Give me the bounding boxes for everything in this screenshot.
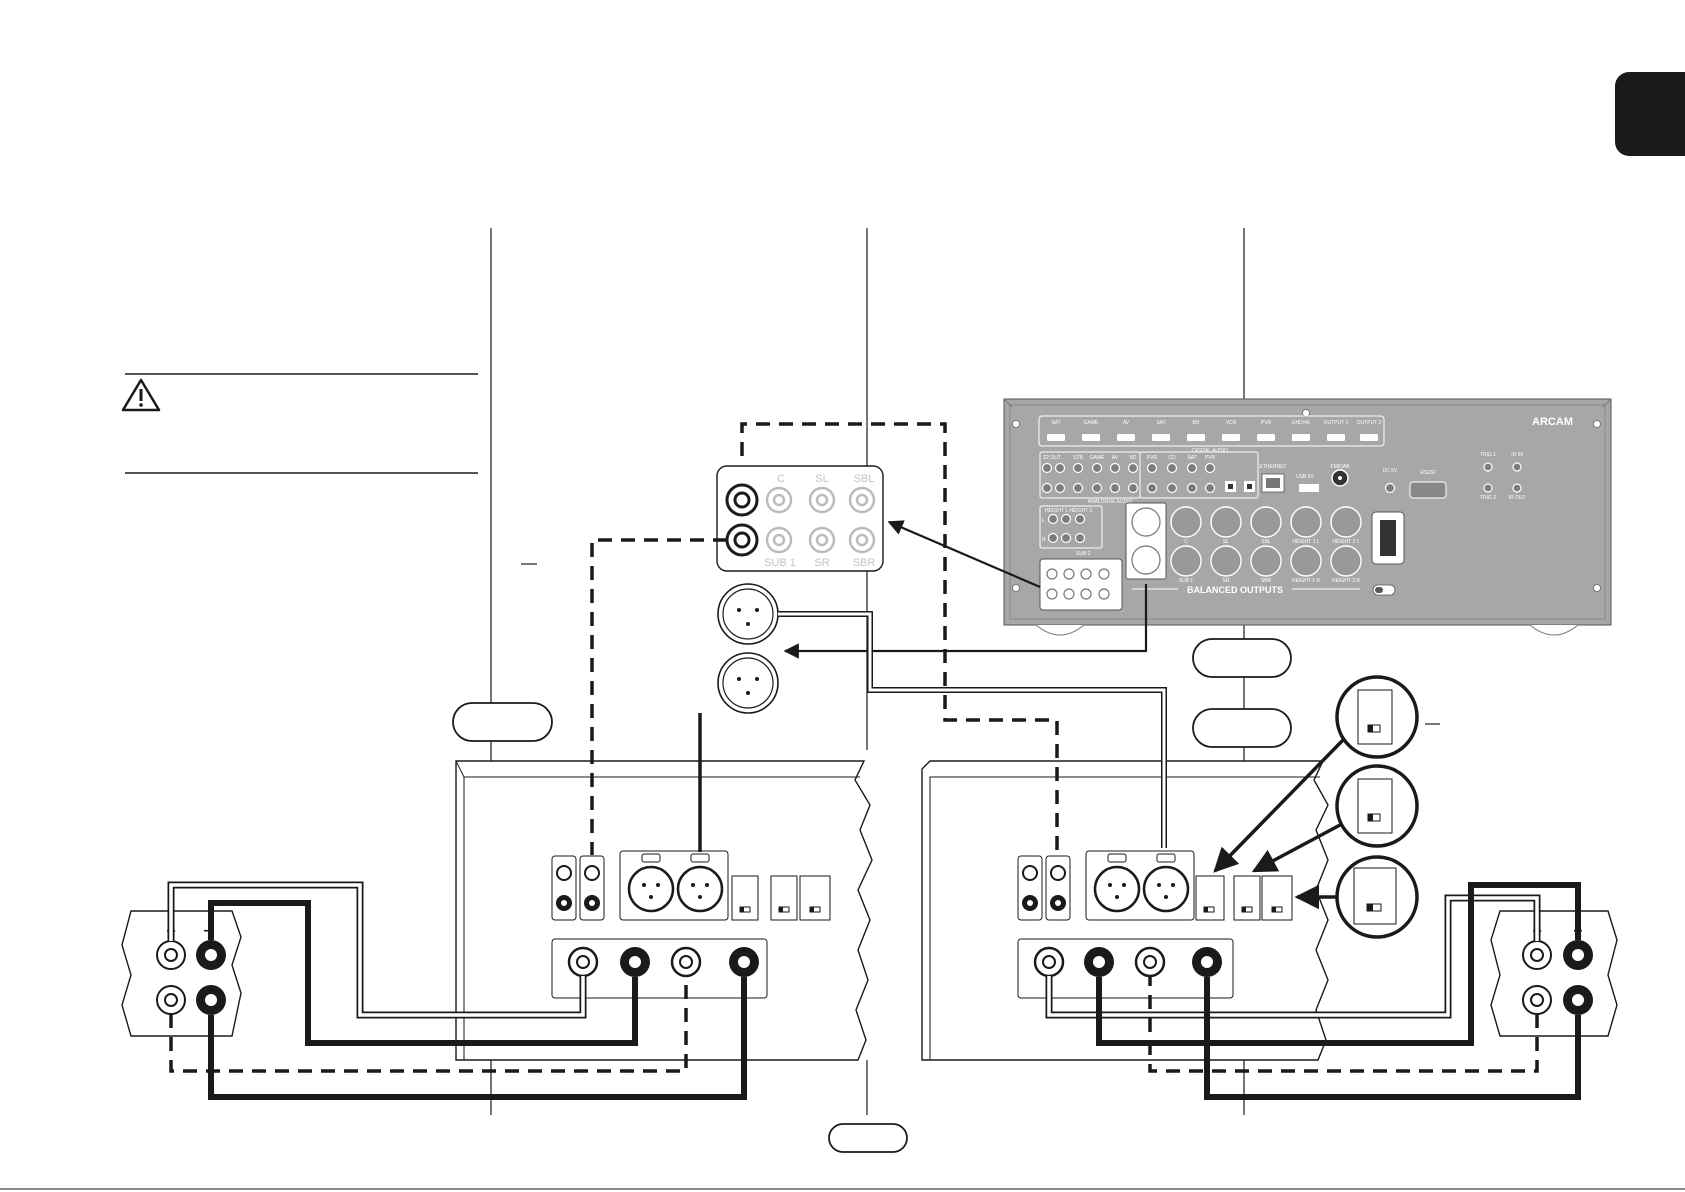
power-amp-left xyxy=(455,760,873,1061)
av-receiver-rear-panel: ARCAM SAT GAME AV SAT BD VCR PVR UHD/4K … xyxy=(1003,398,1612,636)
balanced-label: HEIGHT 2 L xyxy=(1332,539,1359,545)
balanced-label: HEIGHT 1 R xyxy=(1292,578,1320,584)
analogue-label: CD xyxy=(1168,455,1176,461)
preout-label-sbr: SBR xyxy=(853,557,876,569)
xlr-connector-bottom xyxy=(717,652,779,714)
balanced-label: SBL xyxy=(1261,539,1271,545)
hdmi-label: VCR xyxy=(1226,420,1237,426)
analogue-label: AV xyxy=(1112,455,1119,461)
warning-icon xyxy=(121,378,161,412)
balanced-label: HEIGHT 1 L xyxy=(1292,539,1319,545)
analogue-audio-label: ANALOGUE AUDIO xyxy=(1088,499,1133,505)
hdmi-label: GAME xyxy=(1084,420,1099,426)
rca-jack-active-bottom xyxy=(725,523,759,557)
port-label: ETHERNET xyxy=(1260,464,1287,470)
pill-right-2 xyxy=(1192,708,1292,748)
height-label: HEIGHT 1 HEIGHT 2 xyxy=(1045,508,1093,514)
power-amp-right xyxy=(921,760,1329,1061)
hdmi-label: OUTPUT 1 xyxy=(1324,420,1349,426)
analogue-label: GAME xyxy=(1090,455,1105,461)
preout-rca-panel: C SL SBL SUB 1 SR SBR xyxy=(716,465,884,572)
pill-labels xyxy=(452,638,1292,1153)
analogue-label: PVR xyxy=(1147,455,1158,461)
pill-right-1 xyxy=(1192,638,1292,678)
balanced-label: C xyxy=(1184,539,1188,545)
port-label: IR IN xyxy=(1511,452,1523,458)
speaker-terminals-right: + – xyxy=(1490,910,1618,1037)
switch-callouts xyxy=(1213,675,1440,939)
brand-logo: ARCAM xyxy=(1532,416,1573,428)
port-label: TRIG 1 xyxy=(1480,452,1496,458)
pill-bottom xyxy=(828,1123,908,1153)
balanced-label: SR xyxy=(1223,578,1230,584)
analogue-label: SAT xyxy=(1187,455,1196,461)
channel-r-label: R xyxy=(1042,537,1046,543)
sub2-label: SUB 2 xyxy=(1076,551,1091,557)
balanced-outputs-label: BALANCED OUTPUTS xyxy=(1187,585,1283,595)
port-label: RS232 xyxy=(1420,470,1436,476)
analogue-label: PVR xyxy=(1205,455,1216,461)
analogue-label: STB xyxy=(1073,455,1083,461)
speaker-terminals-left: + – xyxy=(121,910,242,1037)
amp-right-terminals xyxy=(1033,946,1222,978)
speaker-cables xyxy=(167,881,1581,1100)
preout-label-sr: SR xyxy=(814,557,829,569)
amp-left-terminals xyxy=(567,946,759,978)
analogue-label: BD xyxy=(1130,455,1137,461)
hdmi-label: BD xyxy=(1193,420,1200,426)
xlr-connector-top xyxy=(717,583,779,645)
port-label: IR OUT xyxy=(1509,495,1526,501)
preout-label-sbl: SBL xyxy=(854,473,875,485)
preout-label-sub1: SUB 1 xyxy=(764,557,796,569)
signal-cables xyxy=(590,422,1167,855)
pill-left xyxy=(452,702,553,742)
balanced-label: SL xyxy=(1223,539,1229,545)
hdmi-label: UHD/4K xyxy=(1292,420,1311,426)
balanced-label: SBR xyxy=(1261,578,1272,584)
hdmi-label: AV xyxy=(1123,420,1130,426)
hdmi-label: PVR xyxy=(1261,420,1272,426)
rca-jack-active-top xyxy=(725,483,759,517)
digital-audio-label: DIGITAL AUDIO xyxy=(1192,448,1228,454)
port-label: USB 5V xyxy=(1296,474,1314,480)
preout-label-c: C xyxy=(777,473,785,485)
preout-label-sl: SL xyxy=(815,473,828,485)
port-label: DC 5V xyxy=(1383,468,1398,474)
hdmi-label: SAT xyxy=(1051,420,1060,426)
port-label: FM/DAB xyxy=(1331,464,1351,470)
connection-arrows xyxy=(783,520,1148,659)
section-tab-marker xyxy=(1615,72,1685,156)
hdmi-label: OUTPUT 2 xyxy=(1357,420,1382,426)
warning-box xyxy=(121,373,537,565)
balanced-label: HEIGHT 2 R xyxy=(1332,578,1360,584)
port-label: TRIG 2 xyxy=(1480,495,1496,501)
balanced-label: SUB 1 xyxy=(1179,578,1194,584)
hdmi-label: SAT xyxy=(1156,420,1165,426)
channel-l-label: L xyxy=(1042,518,1045,524)
analogue-label: Z2 OUT xyxy=(1043,455,1061,461)
